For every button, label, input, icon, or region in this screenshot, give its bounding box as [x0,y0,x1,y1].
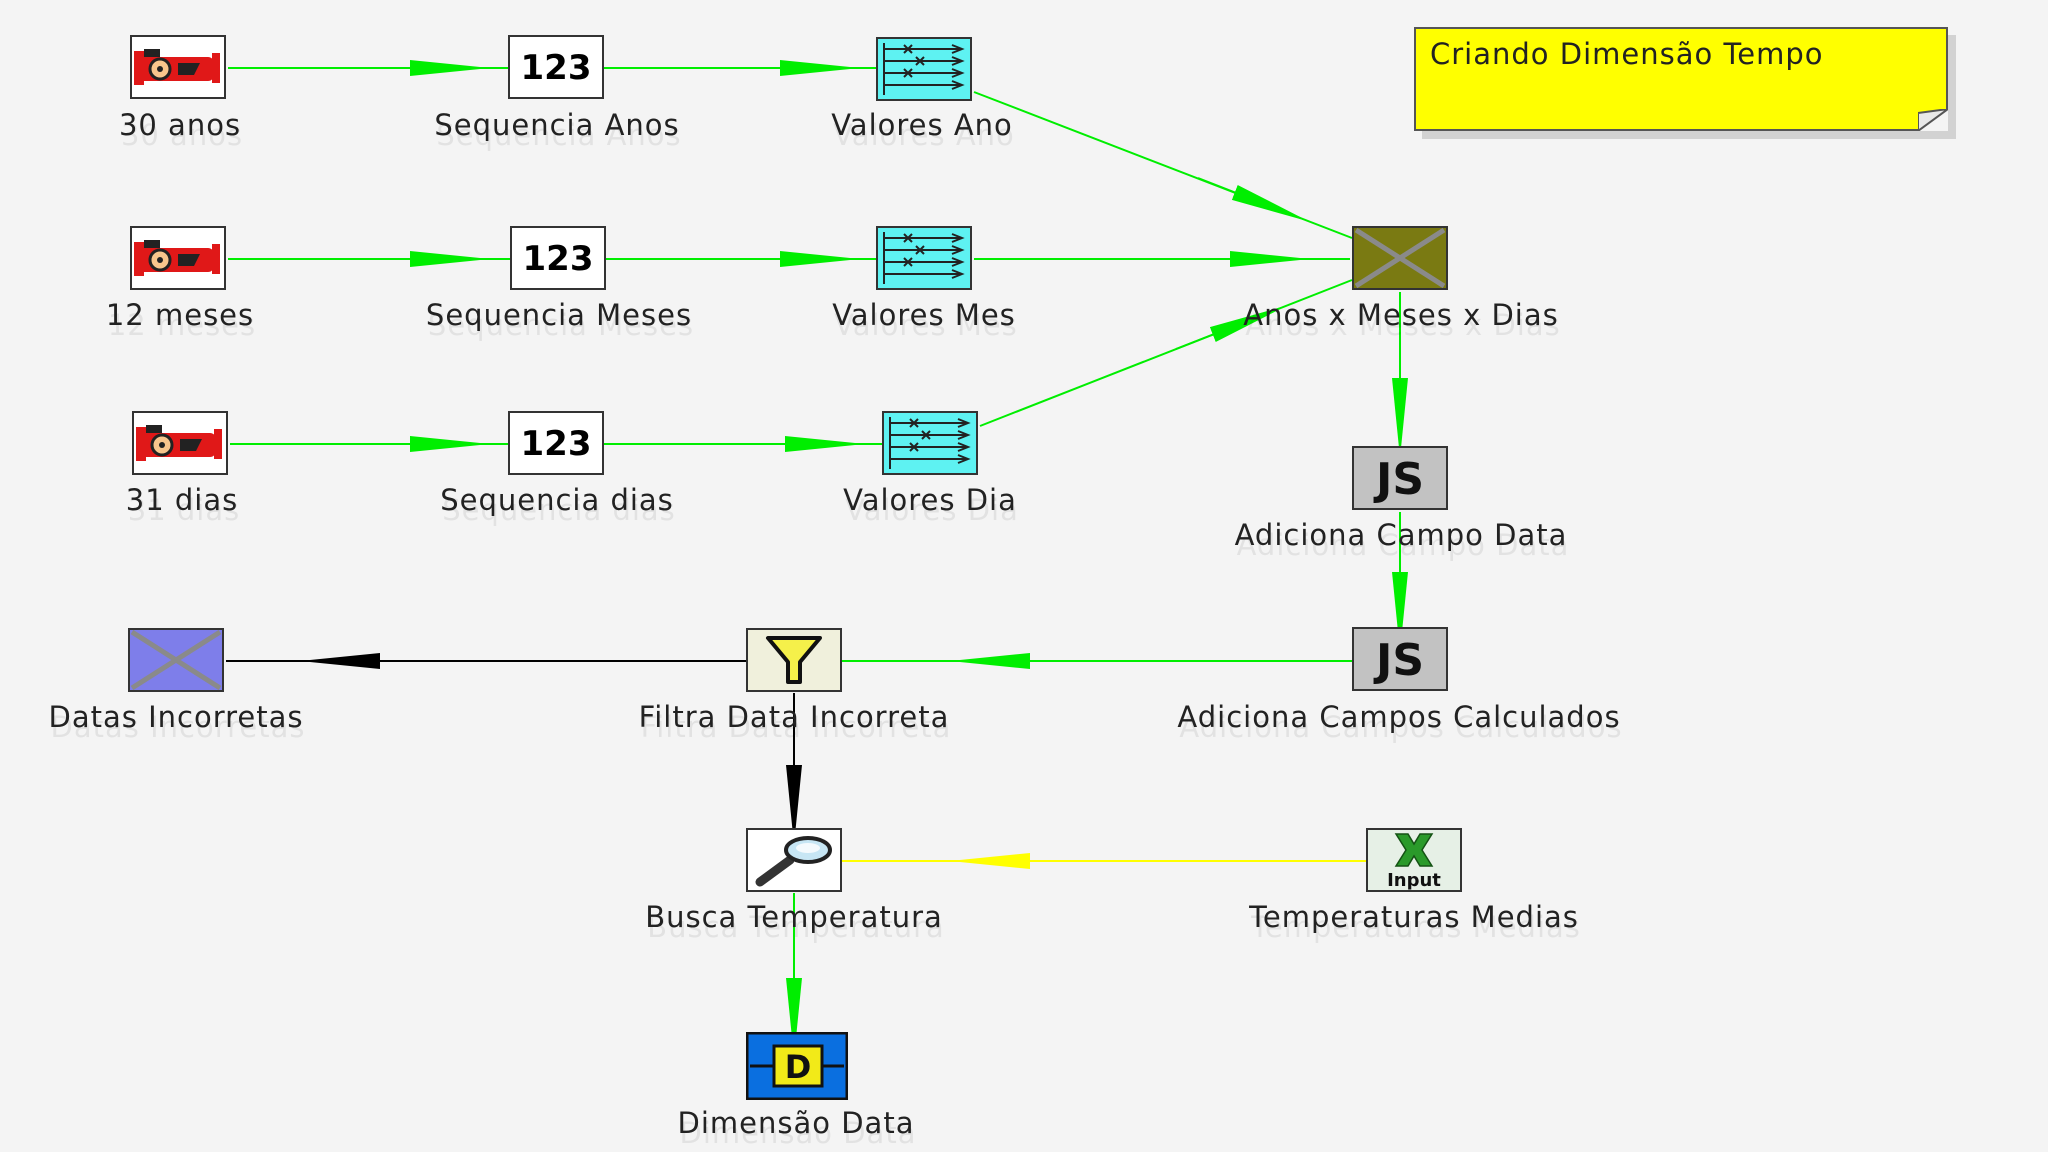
svg-text:JS: JS [1373,635,1424,686]
svg-text:JS: JS [1373,454,1424,505]
javascript-icon[interactable]: JS [1352,627,1448,691]
step-label-valdia: Valores Dia [843,483,1017,517]
hop-valdia-join[interactable] [979,279,1353,427]
sequence-123-icon[interactable]: 123 [510,226,606,290]
step-label-js1: Adiciona Campo Data [1234,518,1568,552]
note-box[interactable]: Criando Dimensão Tempo [1414,27,1948,131]
select-values-icon[interactable] [876,226,972,290]
step-label-seqanos: Sequencia Anos [434,108,680,142]
step-label-join: Anos x Meses x Dias [1243,298,1559,332]
javascript-icon[interactable]: JS [1352,446,1448,510]
step-label-datasinc: Datas Incorretas [48,700,304,734]
step-label-dias31: 31 dias [125,483,239,517]
step-label-dimdata: Dimensão Data [677,1106,915,1140]
lookup-magnifier-icon[interactable] [746,828,842,892]
join-rows-icon[interactable] [1352,226,1448,290]
svg-text:123: 123 [521,48,592,88]
dimension-lookup-icon[interactable]: D [746,1032,848,1100]
dimension-badge: D [785,1048,812,1086]
excel-input-badge: Input [1387,870,1441,891]
note-fold-corner [1918,109,1948,131]
select-values-icon[interactable] [876,37,972,101]
excel-input-icon[interactable]: Input [1366,828,1462,892]
note-text: Criando Dimensão Tempo [1430,37,1824,71]
generate-rows-icon[interactable] [132,411,228,475]
sequence-123-icon[interactable]: 123 [508,411,604,475]
hop-valano-join[interactable] [973,91,1353,239]
step-label-js2: Adiciona Campos Calculados [1177,700,1621,734]
step-label-anos30: 30 anos [118,108,242,142]
sequence-123-icon[interactable]: 123 [508,35,604,99]
select-values-icon[interactable] [882,411,978,475]
step-label-seqmeses: Sequencia Meses [425,298,693,332]
step-label-seqdias: Sequencia dias [440,483,674,517]
step-label-valmes: Valores Mes [832,298,1016,332]
svg-text:123: 123 [521,424,592,464]
step-label-tempmed: Temperaturas Medias [1249,900,1579,934]
generate-rows-icon[interactable] [130,226,226,290]
step-label-busca: Busca Temperatura [645,900,943,934]
generate-rows-icon[interactable] [130,35,226,99]
dummy-step-icon[interactable] [128,628,224,692]
step-label-meses12: 12 meses [105,298,255,332]
step-label-valano: Valores Ano [831,108,1013,142]
filter-funnel-icon[interactable] [746,628,842,692]
step-label-filtro: Filtra Data Incorreta [638,700,950,734]
svg-text:123: 123 [523,239,594,279]
